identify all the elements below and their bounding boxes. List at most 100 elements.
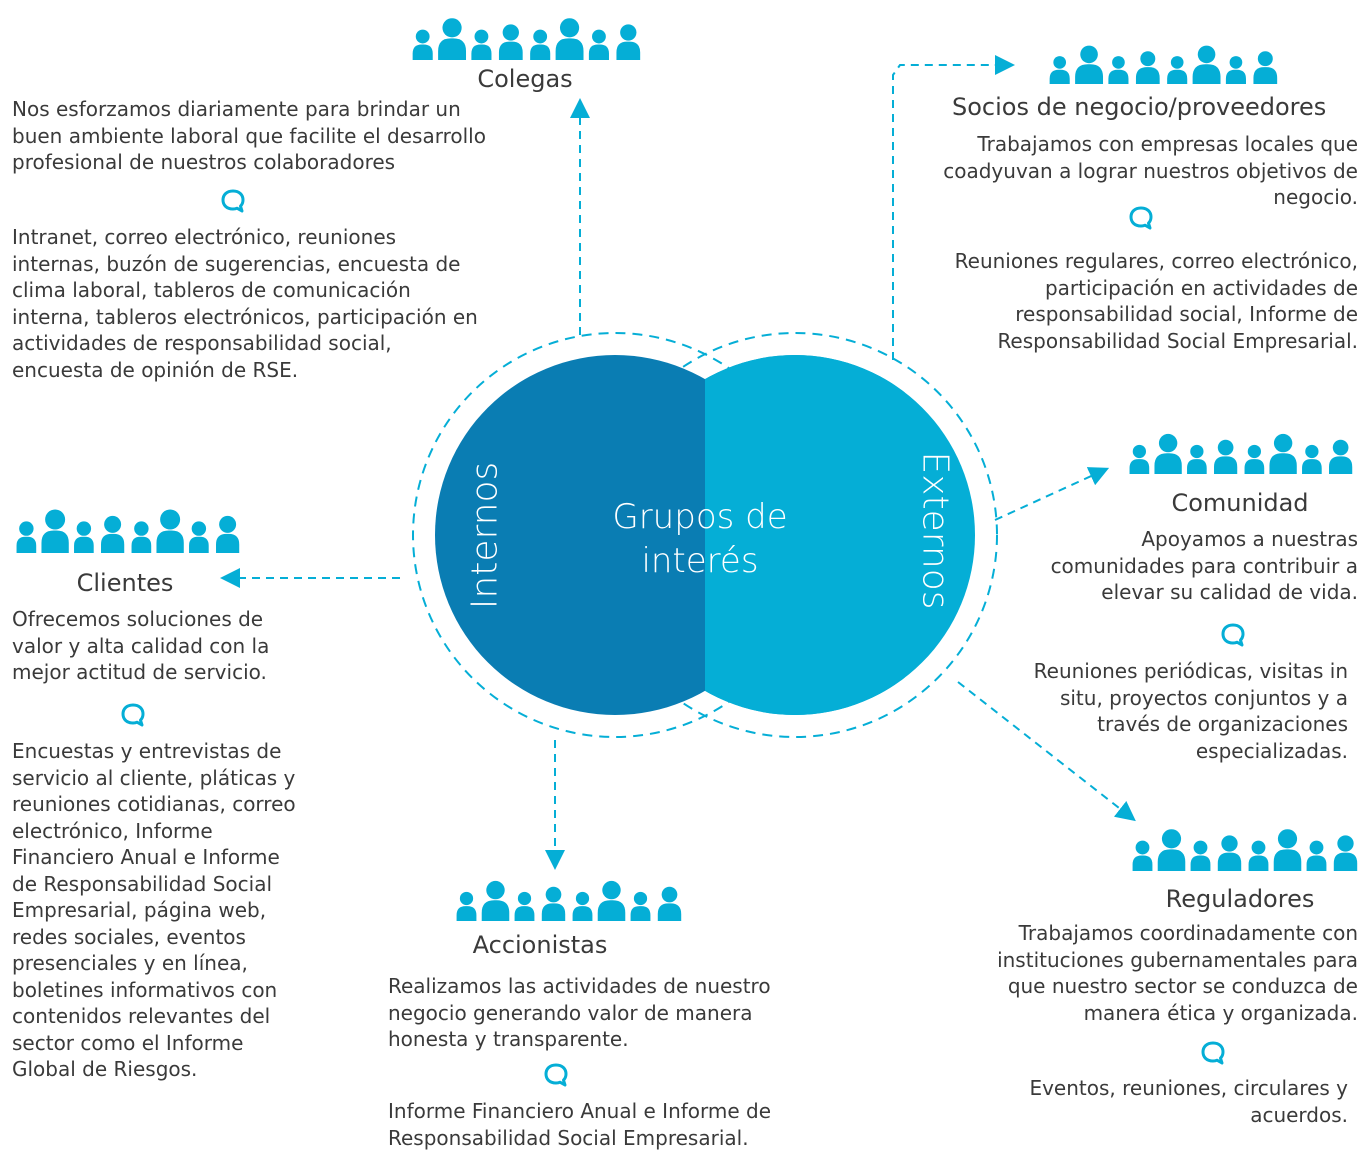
person-body — [1253, 67, 1278, 84]
group-colegas-means: Intranet, correo electrónico, reuniones … — [12, 224, 487, 383]
people-group-icon — [1132, 829, 1358, 871]
person-head — [592, 29, 606, 44]
person-head — [633, 891, 648, 906]
speech-bubble-icon — [1221, 623, 1245, 647]
group-means: Intranet, correo electrónico, reuniones … — [12, 225, 478, 382]
person-head — [1221, 835, 1238, 852]
group-socios: Trabajamos con empresas locales que coad… — [940, 131, 1358, 211]
person-head — [1337, 835, 1354, 852]
person-body — [657, 903, 682, 921]
arrow-reguladores — [957, 681, 1136, 822]
person-body — [1135, 67, 1160, 84]
person-head — [219, 515, 237, 533]
person-head — [545, 886, 562, 903]
group-title: Comunidad — [1171, 489, 1309, 517]
group-comunidad-means: Reuniones periódicas, visitas in situ, p… — [1030, 658, 1348, 764]
person-body — [1217, 852, 1242, 871]
person-body — [1192, 64, 1221, 84]
person-body — [1075, 64, 1104, 84]
group-comunidad-title-block: Comunidad — [1155, 488, 1325, 518]
group-accionistas: Realizamos las actividades de nuestro ne… — [388, 973, 798, 1053]
person-body — [1244, 459, 1265, 474]
speech-bubble-shape — [544, 1063, 568, 1087]
person-body — [1190, 855, 1211, 871]
group-means: Reuniones periódicas, visitas in situ, p… — [1033, 659, 1348, 763]
person-head — [661, 886, 678, 903]
person-body — [131, 536, 152, 553]
person-body — [1302, 459, 1322, 474]
group-title: Socios de negocio/proveedores — [952, 93, 1327, 121]
person-head — [486, 880, 505, 900]
person-head — [442, 18, 462, 38]
speech-bubble-shape — [1201, 1041, 1225, 1065]
person-head — [1161, 829, 1182, 849]
speech-bubble-icon — [121, 703, 145, 727]
person-head — [1190, 444, 1204, 459]
center-title-line2: interés — [641, 541, 759, 581]
person-body — [1129, 459, 1150, 474]
person-head — [1332, 439, 1349, 456]
group-title: Accionistas — [472, 931, 608, 959]
group-clientes-means: Encuestas y entrevistas de servicio al c… — [12, 738, 307, 1083]
person-body — [156, 530, 184, 553]
person-head — [1158, 433, 1178, 453]
group-title: Colegas — [477, 65, 573, 93]
arrow-comunidad — [994, 467, 1110, 521]
person-body — [1187, 459, 1207, 474]
group-socios-title-block: Socios de negocio/proveedores — [952, 92, 1362, 122]
group-description: Trabajamos con empresas locales que coad… — [943, 132, 1358, 209]
group-accionistas-title-block: Accionistas — [455, 930, 625, 960]
person-head — [1217, 439, 1234, 456]
person-body — [471, 44, 492, 60]
person-head — [1305, 444, 1319, 459]
person-body — [1333, 852, 1358, 871]
person-head — [1135, 840, 1150, 855]
person-head — [1247, 444, 1261, 459]
person-head — [459, 891, 474, 906]
person-head — [1273, 433, 1293, 453]
person-body — [1214, 456, 1238, 474]
person-head — [602, 880, 621, 900]
externos-label: Externos — [914, 451, 956, 610]
group-reguladores-means: Eventos, reuniones, circulares y acuerdo… — [1010, 1075, 1348, 1128]
person-head — [1251, 840, 1266, 855]
person-body — [481, 900, 510, 921]
group-socios-means: Reuniones regulares, correo electrónico,… — [952, 248, 1358, 354]
person-body — [456, 906, 477, 921]
person-body — [1108, 69, 1129, 84]
group-comunidad: Apoyamos a nuestras comunidades para con… — [1015, 526, 1358, 606]
person-body — [1329, 456, 1353, 474]
group-means: Reuniones regulares, correo electrónico,… — [954, 249, 1358, 353]
speech-bubble-icon — [544, 1063, 568, 1087]
group-means: Informe Financiero Anual e Informe de Re… — [388, 1099, 772, 1150]
person-head — [191, 521, 207, 536]
person-head — [1170, 56, 1184, 69]
people-group-icon — [1129, 433, 1353, 474]
person-head — [1257, 51, 1273, 67]
person-body — [1049, 69, 1070, 84]
person-body — [597, 900, 626, 921]
group-means: Encuestas y entrevistas de servicio al c… — [12, 739, 296, 1081]
group-description: Ofrecemos soluciones de valor y alta cal… — [12, 607, 270, 684]
person-head — [1193, 840, 1208, 855]
speech-bubble-shape — [1221, 623, 1245, 647]
person-body — [216, 533, 240, 553]
person-body — [514, 906, 535, 921]
person-head — [76, 521, 92, 536]
person-head — [502, 24, 519, 41]
person-body — [1157, 849, 1186, 871]
person-body — [530, 44, 551, 60]
speech-bubble-icon — [221, 189, 245, 213]
person-body — [1225, 69, 1246, 84]
person-head — [160, 509, 181, 530]
group-description: Realizamos las actividades de nuestro ne… — [388, 974, 771, 1051]
group-colegas: Nos esforzamos diariamente para brindar … — [12, 96, 497, 176]
people-group-icon — [16, 509, 240, 553]
person-body — [101, 533, 125, 553]
group-accionistas-means: Informe Financiero Anual e Informe de Re… — [388, 1098, 798, 1151]
person-body — [616, 41, 641, 60]
group-title: Reguladores — [1165, 885, 1315, 913]
person-body — [1269, 453, 1297, 474]
person-body — [555, 38, 584, 60]
